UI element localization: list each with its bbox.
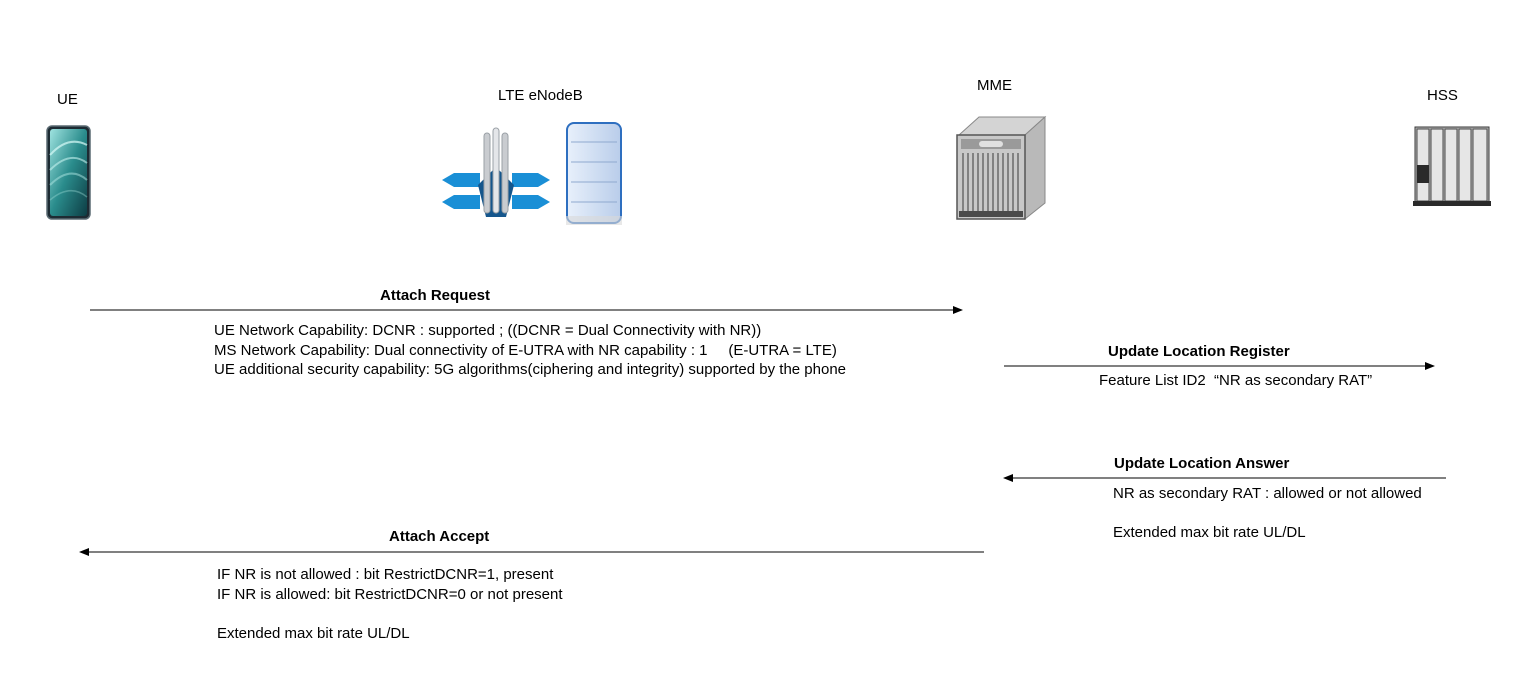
note-line: Extended max bit rate UL/DL <box>217 624 410 642</box>
attach-accept-title: Attach Accept <box>389 528 490 545</box>
node-label-mme: MME <box>977 77 1012 94</box>
server-rack-icon <box>1413 126 1491 206</box>
note-line: MS Network Capability: Dual connectivity… <box>214 341 837 359</box>
update-location-register-note: Feature List ID2 “NR as secondary RAT” <box>1099 371 1372 391</box>
smartphone-icon <box>46 125 91 220</box>
antenna-icon <box>442 127 550 217</box>
node-label-ue: UE <box>57 91 78 108</box>
attach-request-title: Attach Request <box>380 287 491 304</box>
update-location-register-title: Update Location Register <box>1108 343 1290 360</box>
network-chassis-icon <box>956 115 1047 221</box>
note-line <box>217 604 563 624</box>
update-location-answer-note: NR as secondary RAT : allowed or not all… <box>1113 484 1422 543</box>
node-label-enodeb: LTE eNodeB <box>498 87 583 104</box>
attach-accept-note: IF NR is not allowed : bit RestrictDCNR=… <box>217 565 563 643</box>
node-label-hss: HSS <box>1427 87 1458 104</box>
note-line <box>1113 504 1422 524</box>
server-cabinet-icon <box>566 122 622 225</box>
note-line: UE Network Capability: DCNR : supported … <box>214 322 762 339</box>
note-line: Extended max bit rate UL/DL <box>1113 524 1306 541</box>
note-line: Feature List ID2 “NR as secondary RAT” <box>1099 372 1373 389</box>
update-location-answer-title: Update Location Answer <box>1114 455 1290 472</box>
note-line: IF NR is allowed: bit RestrictDCNR=0 or … <box>217 585 563 603</box>
attach-request-note: UE Network Capability: DCNR : supported … <box>214 321 846 380</box>
note-line: IF NR is not allowed : bit RestrictDCNR=… <box>217 566 554 583</box>
note-line: NR as secondary RAT : allowed or not all… <box>1113 485 1422 502</box>
note-line: UE additional security capability: 5G al… <box>214 361 847 378</box>
